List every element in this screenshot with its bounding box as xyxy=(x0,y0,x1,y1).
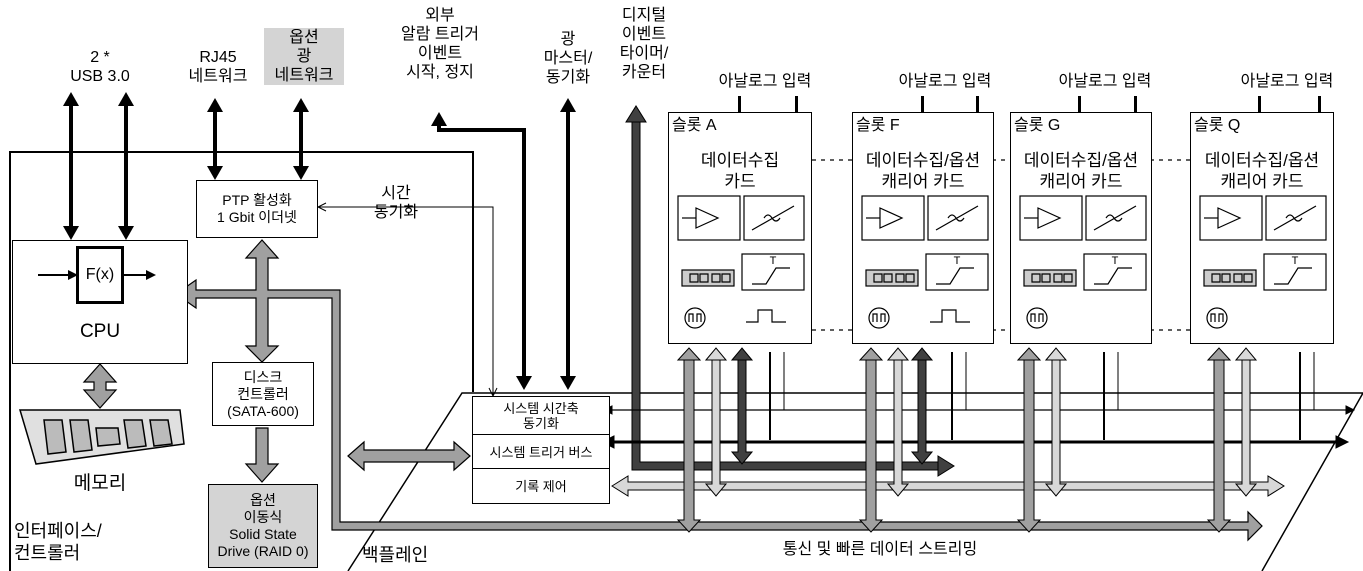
interface-frame xyxy=(9,151,474,571)
card-internals-f xyxy=(861,195,989,329)
slot-connectors xyxy=(676,347,1315,533)
disk-ssd-arrow xyxy=(244,427,280,483)
analog-input-a: 아날로그 입력 xyxy=(718,73,812,90)
trigger-symbol-q: T xyxy=(1291,255,1299,267)
memory-label: 메모리 xyxy=(73,473,127,494)
slot-g-title: 데이터수집/옵션 캐리어 카드 xyxy=(1023,151,1139,191)
external-alarm-label: 외부 알람 트리거 이벤트 시작, 정지 xyxy=(400,7,480,81)
slot-q-name: 슬롯 Q xyxy=(1194,117,1241,134)
optical-master-arrow xyxy=(560,98,576,390)
optical-network-label: 옵션 광 네트워크 xyxy=(264,28,344,85)
record-control-bus xyxy=(611,475,1285,497)
slot-f-name: 슬롯 F xyxy=(856,117,900,134)
slot-a-title: 데이터수집 카드 xyxy=(700,151,780,191)
analog-input-q: 아날로그 입력 xyxy=(1240,73,1334,90)
digital-timer-arrow xyxy=(625,105,955,477)
usb-arrows xyxy=(63,92,134,240)
disk-backplane-arrow xyxy=(347,440,471,472)
rj45-label: RJ45 네트워크 xyxy=(188,49,248,85)
slot-f-title: 데이터수집/옵션 캐리어 카드 xyxy=(865,151,981,191)
net-arrows xyxy=(207,98,309,180)
time-axis-sync-box: 시스템 시간축 동기화 xyxy=(472,396,610,436)
ptp-ethernet-box: PTP 활성화 1 Gbit 이더넷 xyxy=(196,180,318,238)
trigger-symbol-g: T xyxy=(1111,255,1119,267)
card-internals-g xyxy=(1019,195,1147,329)
cpu-memory-arrow xyxy=(82,363,118,409)
time-sync-label: 시간 동기화 xyxy=(373,185,419,221)
card-links xyxy=(812,159,1190,331)
analog-input-f: 아날로그 입력 xyxy=(898,73,992,90)
streaming-label: 통신 및 빠른 데이터 스트리밍 xyxy=(782,541,978,558)
cpu-function-box: F(x) xyxy=(76,246,124,304)
card-internals-a xyxy=(677,195,805,329)
interface-label: 인터페이스/ 컨트롤러 xyxy=(14,521,102,563)
trigger-symbol-a: T xyxy=(769,255,777,267)
slot-a-name: 슬롯 A xyxy=(672,117,717,134)
ssd-box: 옵션 이동식 Solid State Drive (RAID 0) xyxy=(208,484,318,568)
backplane-plane xyxy=(347,392,1363,571)
digital-event-label: 디지털 이벤트 타이머/ 카운터 xyxy=(619,7,669,81)
analog-input-g: 아날로그 입력 xyxy=(1058,73,1152,90)
slot-g-name: 슬롯 G xyxy=(1014,117,1061,134)
trigger-symbol-f: T xyxy=(953,255,961,267)
backplane-label: 백플레인 xyxy=(362,545,429,565)
memory-module xyxy=(18,409,185,465)
cpu-label: CPU xyxy=(79,321,121,342)
disk-controller-box: 디스크 컨트롤러 (SATA-600) xyxy=(212,362,314,426)
record-control-box: 기록 제어 xyxy=(472,468,610,504)
card-internals-q xyxy=(1199,195,1327,329)
grey-cpu-bus xyxy=(174,239,1263,542)
optical-master-label: 광 마스터/ 동기화 xyxy=(543,31,593,86)
alarm-arrow xyxy=(431,112,532,390)
cpu-function-label: F(x) xyxy=(85,266,115,283)
trigger-bus-box: 시스템 트리거 버스 xyxy=(472,434,610,470)
usb-label: 2 * USB 3.0 xyxy=(70,49,130,85)
slot-q-title: 데이터수집/옵션 캐리어 카드 xyxy=(1204,151,1320,191)
